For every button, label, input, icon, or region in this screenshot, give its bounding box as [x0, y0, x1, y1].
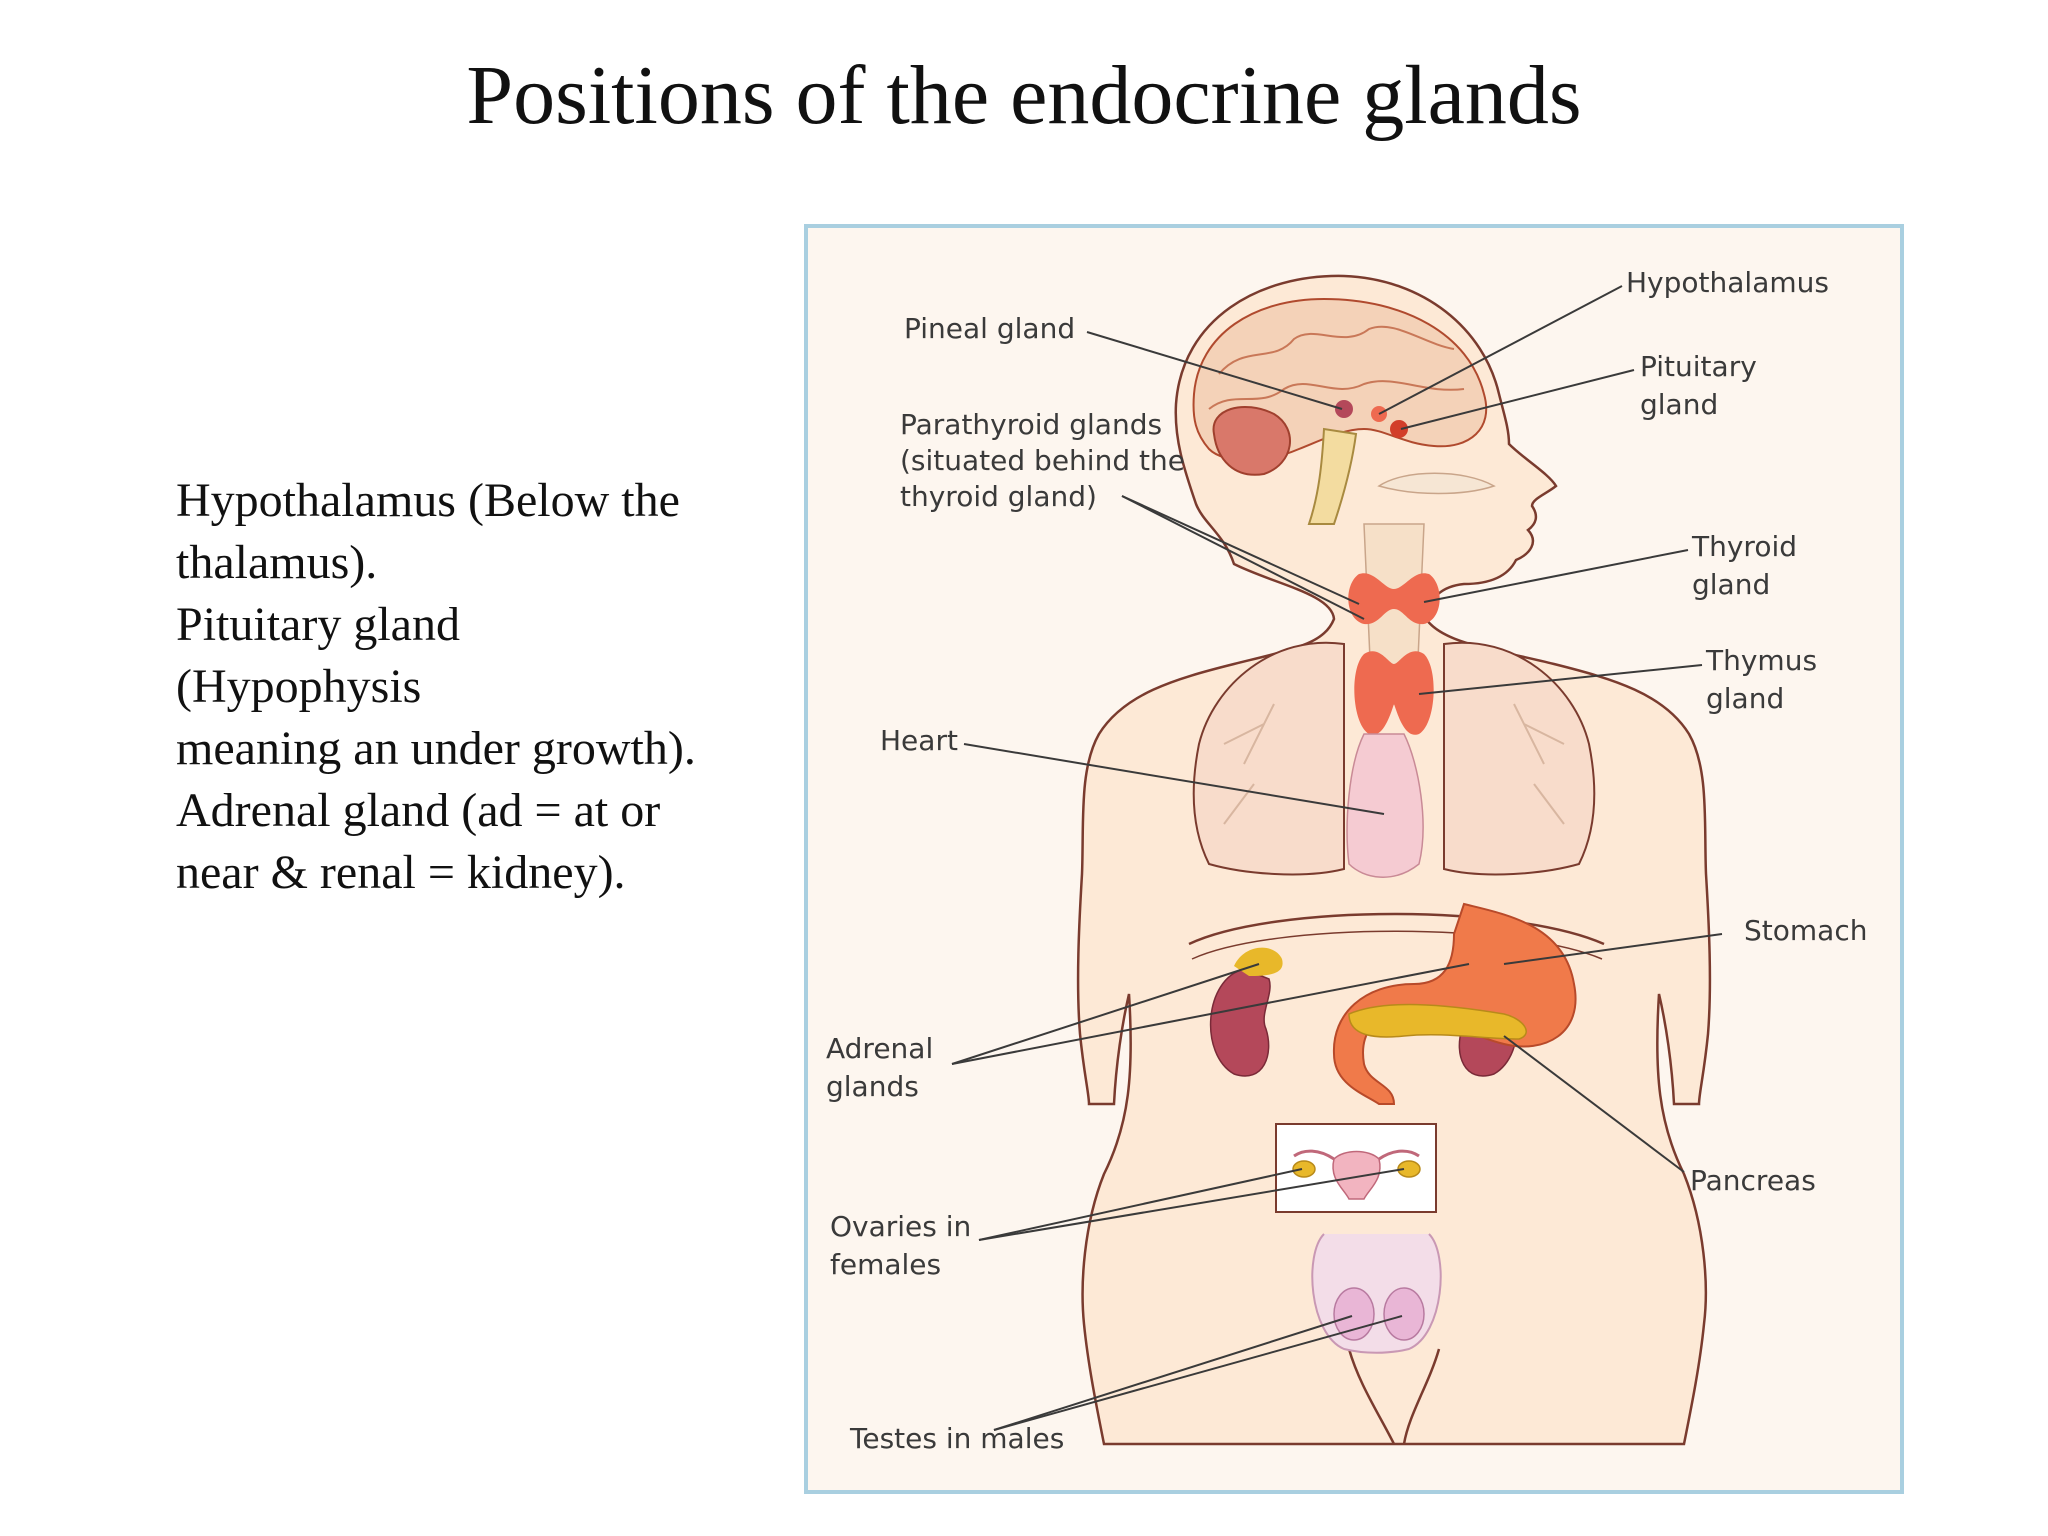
label-heart: Heart: [880, 724, 958, 757]
nasal-cavity: [1377, 472, 1496, 495]
diaphragm: [1188, 912, 1605, 946]
label-stomach: Stomach: [1744, 914, 1867, 947]
notes-line: near & renal = kidney).: [176, 846, 626, 899]
leader-line: [993, 1315, 1353, 1431]
leader-line: [1121, 495, 1360, 605]
leader-line: [1503, 1035, 1685, 1173]
right-testis: [1383, 1287, 1425, 1341]
leg-divider: [1347, 1348, 1396, 1445]
heart: [1346, 733, 1424, 878]
label-ovaries: females: [830, 1248, 941, 1281]
leader-line: [993, 1315, 1403, 1431]
label-pituitary-gland: gland: [1640, 388, 1718, 421]
label-adrenal-glands: glands: [826, 1070, 919, 1103]
label-adrenal-glands: Adrenal: [826, 1032, 933, 1065]
label-pancreas: Pancreas: [1690, 1164, 1816, 1197]
notes-line: Pituitary gland: [176, 598, 460, 651]
leader-line: [1503, 933, 1723, 965]
cerebellum: [1212, 405, 1291, 476]
notes-line: Hypothalamus (Below the: [176, 474, 680, 527]
notes-line: Adrenal gland (ad = at or: [176, 784, 661, 837]
label-testes: Testes in males: [849, 1422, 1064, 1455]
notes-text: Hypothalamus (Below the thalamus). Pitui…: [176, 470, 776, 904]
right-lung: [1443, 641, 1596, 876]
brainstem: [1307, 427, 1358, 525]
brain-folds: [1208, 380, 1465, 410]
pituitary-gland: [1390, 420, 1408, 438]
thymus-gland: [1354, 651, 1434, 735]
pineal-gland: [1335, 400, 1353, 418]
leader-line: [1086, 331, 1343, 410]
notes-line: (Hypophysis: [176, 660, 422, 713]
left-kidney: [1209, 968, 1271, 1077]
stomach: [1332, 902, 1577, 1105]
leader-line: [978, 1168, 1303, 1241]
label-pituitary-gland: Pituitary: [1640, 350, 1757, 383]
diaphragm: [1191, 930, 1603, 960]
bronchi: [1223, 703, 1565, 825]
leader-line: [1423, 549, 1689, 603]
label-thymus-gland: Thymus: [1705, 644, 1817, 677]
left-lung: [1192, 641, 1345, 876]
label-pineal-gland: Pineal gland: [904, 312, 1075, 345]
label-ovaries: Ovaries in: [830, 1210, 971, 1243]
pancreas: [1348, 1003, 1527, 1040]
fallopian-tubes: [1293, 1149, 1420, 1161]
label-parathyroid-glands: Parathyroid glands: [900, 408, 1162, 441]
leader-line: [1418, 664, 1703, 695]
uterus: [1332, 1150, 1381, 1200]
label-thyroid-gland: Thyroid: [1691, 530, 1797, 563]
leader-line: [1378, 285, 1623, 415]
leg-divider: [1402, 1348, 1441, 1445]
leader-line: [978, 1168, 1405, 1241]
thyroid-gland: [1348, 573, 1440, 625]
left-testis: [1333, 1287, 1375, 1341]
label-parathyroid-glands: (situated behind the: [900, 444, 1185, 477]
label-thymus-gland: gland: [1706, 682, 1784, 715]
leader-line: [951, 963, 1470, 1065]
leader-line: [963, 743, 1385, 815]
body-diagram: Hypothalamus Pineal gland Pituitary glan…: [804, 224, 1904, 1494]
label-parathyroid-glands: thyroid gland): [900, 480, 1097, 513]
label-thyroid-gland: gland: [1692, 568, 1770, 601]
leader-line: [1400, 369, 1635, 430]
notes-line: meaning an under growth).: [176, 722, 696, 775]
leader-line: [951, 963, 1260, 1065]
slide-title: Positions of the endocrine glands: [466, 49, 1582, 142]
brain-folds: [1218, 325, 1455, 375]
leader-line: [1121, 495, 1365, 620]
endocrine-figure: Hypothalamus Pineal gland Pituitary glan…: [804, 224, 1904, 1494]
left-ovary: [1292, 1160, 1316, 1178]
label-hypothalamus: Hypothalamus: [1626, 266, 1829, 299]
notes-line: thalamus).: [176, 536, 378, 589]
